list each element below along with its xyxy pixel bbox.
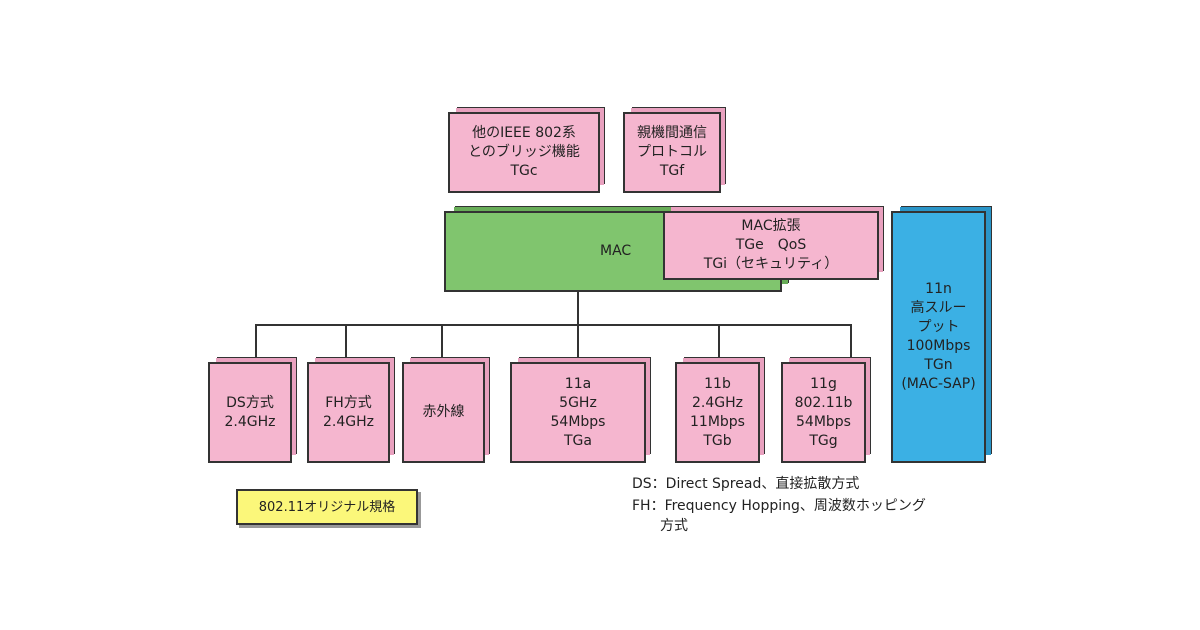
box-line: TGi（セキュリティ） [703, 256, 839, 272]
box-line: TGe QoS [735, 237, 807, 253]
box-line: TGa [564, 432, 592, 449]
box-line: 2.4GHz [323, 413, 374, 430]
mac-extension-box: MAC拡張 TGe QoS TGi（セキュリティ） [663, 211, 879, 280]
box-line: 2.4GHz [692, 394, 743, 411]
box-line: 他のIEEE 802系 [472, 125, 576, 141]
connector-line [345, 324, 347, 362]
box-line: 802.11b [794, 394, 853, 411]
connector-line [255, 324, 852, 326]
box-line: TGf [659, 163, 685, 179]
box-line: とのブリッジ機能 [468, 144, 580, 160]
11g-box: 11g 802.11b 54Mbps TGg [781, 362, 866, 463]
ap-protocol-box-tgf: 親機間通信 プロトコル TGf [623, 112, 721, 193]
mac-label: MAC [600, 243, 632, 259]
box-line: 赤外線 [422, 404, 465, 420]
box-line: プロトコル [637, 144, 707, 160]
11b-box: 11b 2.4GHz 11Mbps TGb [675, 362, 760, 463]
box-line: 100Mbps [906, 338, 971, 354]
box-line: TGc [510, 163, 538, 179]
note-ds: DS：Direct Spread、直接拡散方式 [632, 476, 860, 492]
box-line: 11b [704, 375, 731, 392]
box-line: 54Mbps [550, 413, 606, 430]
box-line: DS方式 [226, 394, 274, 411]
connector-line [718, 324, 720, 362]
note-fh-cont: 方式 [632, 518, 688, 534]
box-line: 54Mbps [796, 413, 851, 430]
11n-box: 11n 高スルー プット 100Mbps TGn (MAC-SAP) [891, 211, 986, 463]
box-line: 親機間通信 [637, 125, 707, 141]
connector-line [577, 292, 579, 326]
original-spec-legend: 802.11オリジナル規格 [236, 489, 418, 525]
box-line: 11Mbps [690, 413, 745, 430]
11a-box: 11a 5GHz 54Mbps TGa [510, 362, 646, 463]
box-line: 高スルー [910, 300, 967, 316]
box-line: 11n [925, 281, 952, 297]
box-line: 2.4GHz [224, 413, 276, 430]
box-line: FH方式 [325, 394, 372, 411]
fh-box: FH方式 2.4GHz [307, 362, 390, 463]
box-line: 11g [810, 375, 837, 392]
bridge-box-tgc: 他のIEEE 802系 とのブリッジ機能 TGc [448, 112, 600, 193]
box-line: プット [917, 319, 960, 335]
legend-label: 802.11オリジナル規格 [258, 499, 396, 515]
box-line: 11a [564, 375, 592, 392]
box-line: 5GHz [559, 394, 597, 411]
connector-line [577, 324, 579, 362]
box-line: TGb [703, 432, 732, 449]
box-line: TGn [924, 357, 953, 373]
box-line: MAC拡張 [741, 218, 801, 234]
ds-box: DS方式 2.4GHz [208, 362, 292, 463]
infrared-box: 赤外線 [402, 362, 485, 463]
connector-line [850, 324, 852, 362]
connector-line [255, 324, 257, 362]
box-line: (MAC-SAP) [901, 376, 976, 392]
note-fh: FH：Frequency Hopping、周波数ホッピング [632, 498, 926, 514]
connector-line [441, 324, 443, 362]
box-line: TGg [809, 432, 838, 449]
